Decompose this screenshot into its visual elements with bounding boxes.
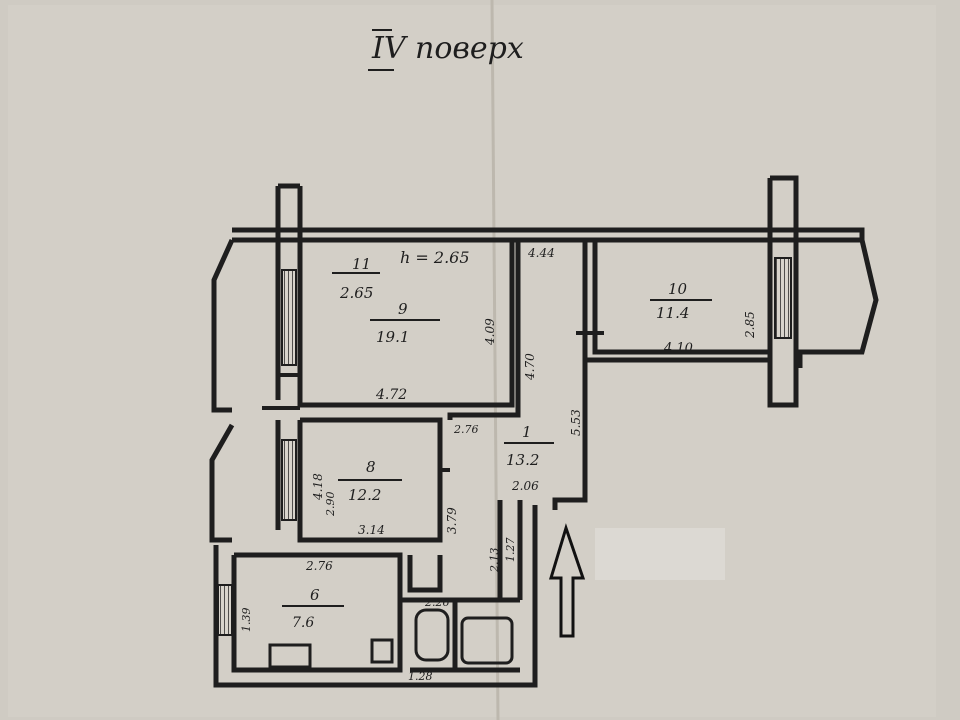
entrance-arrow <box>548 523 586 638</box>
room-area: 19.1 <box>376 328 409 346</box>
dimension-label: 1.27 <box>504 538 517 563</box>
room-area: 2.65 <box>339 284 373 302</box>
room-area: 11.4 <box>656 304 689 322</box>
room-number: 6 <box>310 586 320 604</box>
dimension-label: 4.72 <box>375 387 407 403</box>
room-number: 9 <box>398 300 408 318</box>
window-bottom-left <box>217 584 233 636</box>
dimension-labels: 4.44 4.09 4.70 4.72 2.85 4.10 2.76 5.53 … <box>240 246 757 683</box>
room-number: 1 <box>522 423 532 441</box>
dimension-label: 1.28 <box>408 670 433 683</box>
dimension-label: 2.85 <box>743 311 757 339</box>
room-6-label: 6 7.6 <box>282 586 344 631</box>
dimension-label: 2.76 <box>453 423 479 436</box>
window-right <box>774 257 792 339</box>
room-10-label: 10 11.4 <box>650 280 712 322</box>
room-11-label: 11 2.65 <box>332 255 380 302</box>
dimension-label: 2.90 <box>324 492 337 518</box>
dimension-label: 2.13 <box>488 548 501 574</box>
dimension-label: 4.09 <box>483 318 497 346</box>
dimension-label: 5.53 <box>569 409 583 436</box>
room-8-label: 8 12.2 <box>338 458 402 504</box>
room-area: 7.6 <box>292 615 314 631</box>
dimension-label: 2.06 <box>511 479 539 493</box>
dimension-label: 4.44 <box>527 246 555 260</box>
dimension-label: 2.26 <box>424 596 450 609</box>
room-9-label: 9 19.1 <box>370 300 440 346</box>
bath-fixtures <box>268 608 514 669</box>
room-area: 12.2 <box>348 486 381 504</box>
room-number: 10 <box>668 280 688 298</box>
window-left-bottom <box>281 439 297 521</box>
dimension-label: 3.79 <box>445 507 459 534</box>
dimension-label: 4.70 <box>523 353 537 381</box>
room-number: 8 <box>366 458 376 476</box>
dimension-label: 1.39 <box>240 608 253 633</box>
title-text: IV поверх <box>371 31 524 66</box>
erased-patch <box>595 528 725 580</box>
door-marks <box>262 331 604 472</box>
dimension-label: 3.14 <box>358 523 385 537</box>
dimension-label: 4.18 <box>311 473 325 501</box>
dimension-label: 2.76 <box>305 559 333 573</box>
walls <box>209 175 879 688</box>
window-left-top <box>281 269 297 366</box>
room-area: 13.2 <box>506 451 539 469</box>
dimension-label: 4.10 <box>663 341 693 356</box>
room-number: 11 <box>352 255 371 273</box>
ceiling-height-note: h = 2.65 <box>400 248 470 267</box>
room-1-label: 1 13.2 <box>504 423 554 469</box>
